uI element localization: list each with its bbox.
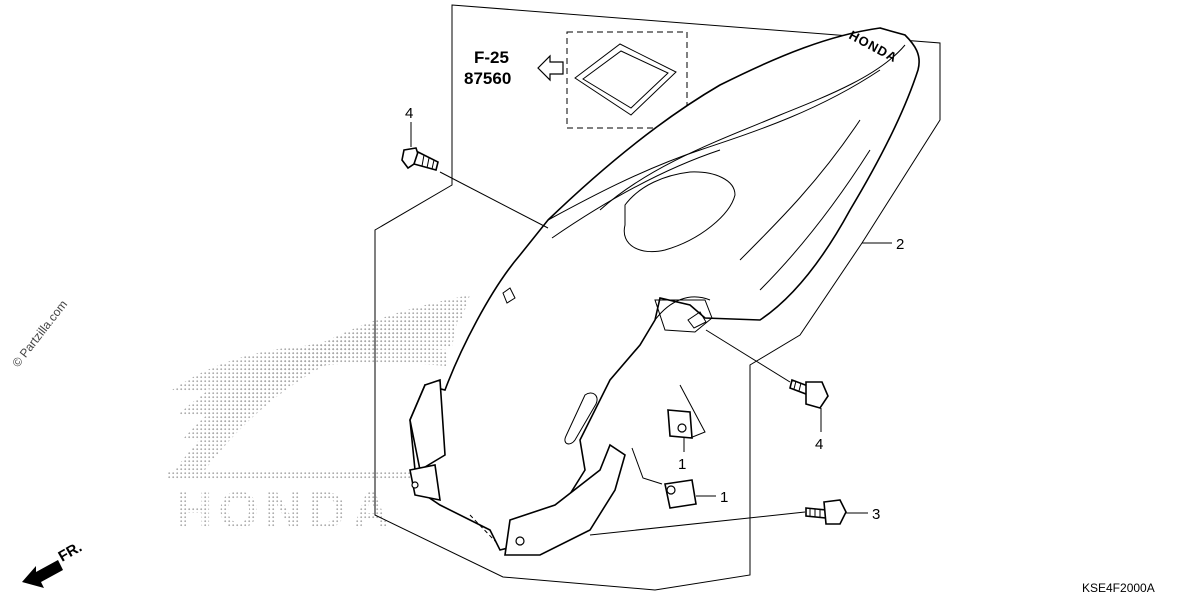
callout-2: 2	[896, 236, 904, 253]
background-honda-logo: HONDA	[168, 295, 470, 540]
arrow-front-icon	[22, 560, 63, 588]
callout-1-lower: 1	[720, 489, 728, 506]
reference-section: F-25	[474, 48, 509, 67]
clip-nut-1-lower	[664, 479, 697, 509]
arrow-left-outline-icon	[537, 54, 564, 82]
bolt-3	[805, 499, 847, 525]
decal-sticker-icon	[574, 43, 677, 116]
diagram-code: KSE4F2000A	[1082, 581, 1155, 595]
background-logo-text: HONDA	[175, 482, 396, 540]
watermark: © Partzilla.com	[9, 298, 70, 370]
callout-1-upper: 1	[678, 456, 686, 473]
callout-4-top: 4	[405, 105, 413, 122]
callout-4-right: 4	[815, 436, 823, 453]
rear-fender-part: HONDA	[409, 27, 920, 556]
direction-label: FR.	[56, 539, 85, 566]
callout-3: 3	[872, 506, 880, 523]
reference-dashed-box	[566, 31, 688, 129]
bolt-4-top	[401, 147, 439, 171]
reference-part-number: 87560	[464, 69, 511, 88]
clip-nut-1-upper	[667, 409, 693, 439]
bolt-4-right	[789, 378, 829, 409]
assembly-group-outline	[374, 4, 941, 591]
dashed-leader	[469, 514, 497, 543]
